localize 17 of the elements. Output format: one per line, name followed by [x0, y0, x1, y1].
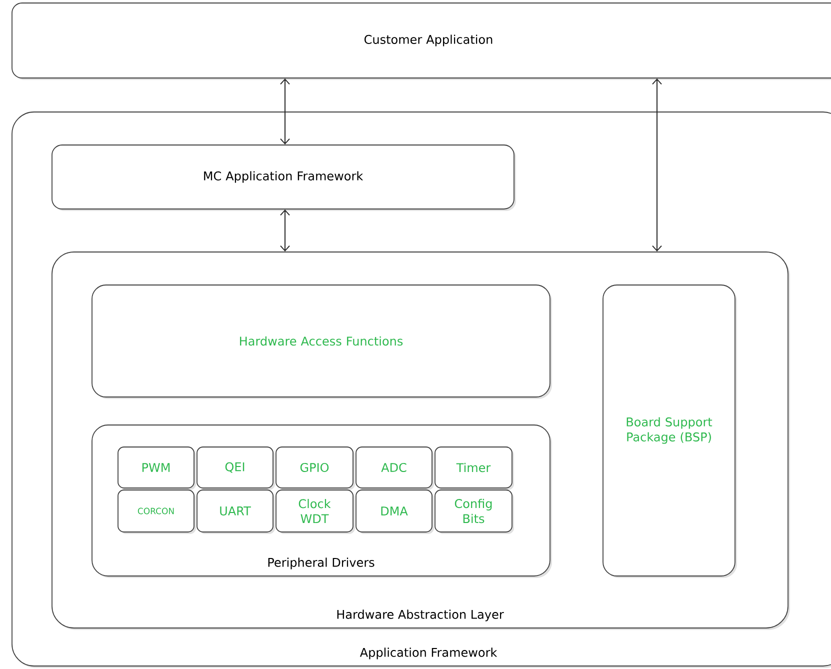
package-box: Board Support Package (BSP) — [602, 284, 737, 578]
driver-cell: UART — [196, 490, 275, 534]
driver-cell: QEI — [196, 446, 275, 490]
driver-cell: DMA — [356, 490, 434, 534]
arrow — [280, 78, 290, 145]
framework-box: MC Application Framework — [52, 144, 516, 211]
driver-cell: Config Bits — [434, 490, 514, 534]
driver-cell: Timer — [434, 446, 514, 490]
driver-cell: CORCON — [118, 490, 196, 534]
arrow — [652, 78, 662, 252]
driver-cell: PWM — [118, 446, 196, 490]
function-box: Hardware Access Functions — [92, 284, 552, 399]
driver-cell: Clock WDT — [276, 490, 355, 534]
arrow — [280, 209, 290, 252]
application-box: Customer Application — [12, 2, 831, 80]
driver-cell: GPIO — [276, 446, 355, 490]
driver-cell: ADC — [356, 446, 434, 490]
